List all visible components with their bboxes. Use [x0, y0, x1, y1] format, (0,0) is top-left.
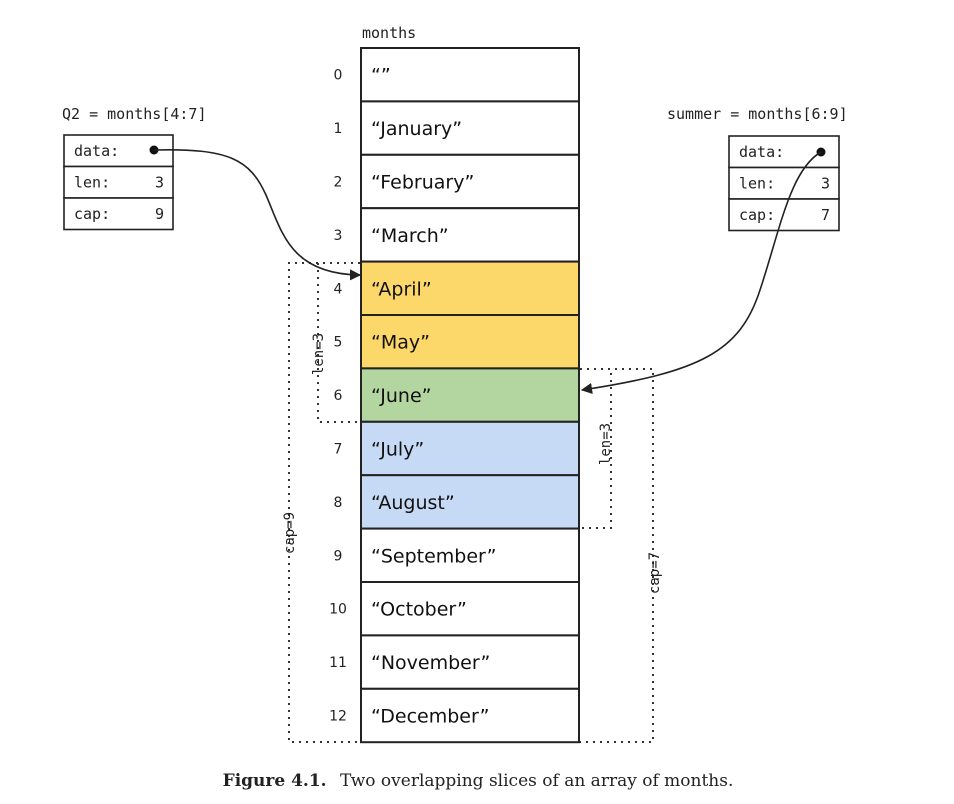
array-cell-value: “October”: [371, 599, 467, 621]
summer-field-cap: cap: 7: [728, 198, 840, 232]
summer-slice-title: summer = months[6:9]: [667, 105, 848, 123]
array-cell-value: “April”: [371, 278, 432, 300]
field-name: data:: [739, 143, 784, 161]
field-value: 3: [155, 173, 164, 191]
array-cell-value: “May”: [371, 332, 430, 354]
field-name: len:: [739, 174, 775, 192]
summer-cap-bracket: [580, 368, 654, 743]
array-cell-8: 8 “August”: [334, 474, 580, 530]
field-value: 9: [155, 205, 164, 223]
array-cell-value: “July”: [371, 439, 424, 461]
array-cell-3: 3 “March”: [334, 207, 580, 263]
array-cell-box: [360, 260, 580, 317]
q2-slice-title: Q2 = months[4:7]: [62, 105, 207, 123]
array-cell-value: “January”: [371, 118, 462, 140]
q2-field-cap: cap: 9: [63, 197, 174, 231]
array-cell-6: 6 “June”: [334, 367, 580, 423]
q2-len-bracket: [317, 262, 360, 423]
array-cell-value: “”: [371, 65, 391, 87]
array-cell-value: “March”: [371, 225, 449, 247]
summer-cap-label: cap=7: [647, 552, 663, 594]
array-cell-index: 4: [334, 281, 343, 297]
q2-cap-label: cap=9: [282, 512, 298, 554]
array-cell-4: 4 “April”: [334, 260, 580, 317]
array-cell-value: “December”: [371, 706, 489, 728]
summer-len-label: len=3: [598, 423, 614, 465]
q2-data-pointer-arrow: [153, 148, 362, 281]
field-name: cap:: [74, 205, 110, 223]
field-box: [728, 166, 840, 200]
array-cell-box: [360, 47, 580, 103]
array-cell-value: “June”: [371, 385, 431, 407]
q2-field-len: len: 3: [63, 165, 174, 199]
array-cell-0: 0 “”: [334, 47, 580, 103]
q2-len-label: len=3: [311, 333, 327, 375]
array-cell-5: 5 “May”: [334, 314, 580, 370]
field-value: 3: [821, 174, 830, 192]
array-cell-index: 12: [329, 709, 347, 725]
array-cell-value: “August”: [371, 492, 455, 514]
field-name: cap:: [739, 206, 775, 224]
field-name: len:: [74, 173, 110, 191]
figure-caption: Figure 4.1. Two overlapping slices of an…: [223, 771, 734, 791]
array-cell-7: 7 “July”: [334, 420, 580, 477]
array-cell-box: [360, 634, 580, 690]
array-cell-box: [360, 100, 580, 156]
summer-data-pointer-arrow: [580, 151, 822, 395]
array-cell-index: 7: [334, 442, 343, 458]
array-cell-value: “November”: [371, 652, 490, 674]
array-cell-index: 10: [329, 602, 347, 618]
array-cell-box: [360, 367, 580, 423]
summer-field-data: data:: [728, 135, 840, 169]
array-cell-value: “February”: [371, 172, 474, 194]
array-cell-index: 2: [334, 175, 343, 191]
array-cell-index: 5: [334, 335, 343, 351]
array-cell-12: 12 “December”: [329, 687, 580, 744]
array-cell-index: 1: [334, 121, 343, 137]
caption-text: Two overlapping slices of an array of mo…: [340, 771, 733, 791]
field-name: data:: [74, 142, 119, 160]
array-cell-index: 11: [329, 655, 347, 671]
array-cell-index: 0: [334, 68, 343, 84]
array-cell-index: 6: [334, 388, 343, 404]
field-box: [728, 198, 840, 232]
array-cell-index: 3: [334, 228, 343, 244]
array-cell-box: [360, 474, 580, 530]
caption-label: Figure 4.1.: [223, 771, 327, 791]
array-cell-1: 1 “January”: [334, 100, 580, 156]
array-title: months: [362, 24, 416, 42]
summer-field-len: len: 3: [728, 166, 840, 200]
array-cell-box: [360, 581, 580, 637]
array-cell-11: 11 “November”: [329, 634, 580, 690]
field-value: 7: [821, 206, 830, 224]
array-cell-index: 8: [334, 495, 343, 511]
array-cell-2: 2 “February”: [334, 153, 580, 210]
array-cell-box: [360, 153, 580, 210]
array-cells: 0 “” 1 “January” 2 “February” 3 “March” 4 “April”…: [329, 47, 580, 744]
field-box: [63, 197, 174, 231]
array-cell-9: 9 “September”: [334, 527, 580, 583]
array-cell-10: 10 “October”: [329, 581, 580, 637]
array-cell-index: 9: [334, 548, 343, 564]
summer-slice-header: data: len: 3 cap: 7: [728, 135, 840, 232]
array-cell-value: “September”: [371, 545, 497, 567]
array-cell-box: [360, 687, 580, 744]
